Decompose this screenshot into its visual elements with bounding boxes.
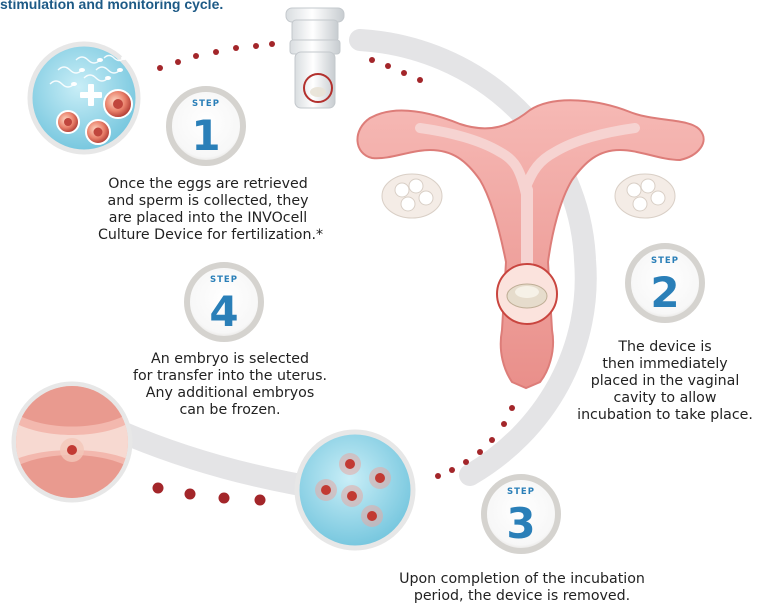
ovary-left (382, 174, 442, 218)
step-4-line: for transfer into the uterus. (118, 368, 342, 385)
step-1-number: 1 (191, 111, 220, 160)
step-3-badge-label: STEP (507, 487, 535, 497)
step-1-line: and sperm is collected, they (98, 193, 318, 210)
step-4-description: An embryo is selected for transfer into … (118, 351, 342, 419)
step-3-line: period, the device is removed. (384, 588, 660, 605)
step-1-description: Once the eggs are retrieved and sperm is… (98, 176, 318, 244)
step-2-line: incubation to take place. (572, 407, 758, 424)
step-2-line: cavity to allow (572, 390, 758, 407)
step-2-line: placed in the vaginal (572, 373, 758, 390)
step-2-number: 2 (650, 268, 679, 317)
step-4-line: Any additional embryos (118, 385, 342, 402)
step-2-badge: STEP 2 (628, 246, 702, 320)
sperm-egg-culture-icon (30, 44, 138, 152)
step-1-badge-label: STEP (192, 99, 220, 109)
step-2-badge-label: STEP (651, 256, 679, 266)
invocell-device-icon (286, 8, 344, 108)
step-4-line: can be frozen. (118, 402, 342, 419)
device-in-vagina-icon (497, 264, 557, 324)
ovary-right (615, 174, 675, 218)
step-1-badge: STEP 1 (169, 89, 243, 163)
step-3-line: Upon completion of the incubation (384, 571, 660, 588)
step-2-description: The device is then immediately placed in… (572, 339, 758, 424)
step-2-line: The device is (572, 339, 758, 356)
step-3-badge: STEP 3 (484, 477, 558, 551)
step-4-line: An embryo is selected (118, 351, 342, 368)
step-1-line: Once the eggs are retrieved (98, 176, 318, 193)
step-3-description: Upon completion of the incubation period… (384, 571, 660, 605)
uterus-transfer-icon (10, 384, 134, 504)
step-2-line: then immediately (572, 356, 758, 373)
step-4-badge-label: STEP (210, 275, 238, 285)
step-1-line: Culture Device for fertilization.* (98, 227, 318, 244)
step-4-badge: STEP 4 (187, 265, 261, 339)
step-1-line: are placed into the INVOcell (98, 210, 318, 227)
culture-dish-embryos-icon (297, 432, 413, 548)
step-4-number: 4 (209, 287, 238, 336)
step-3-number: 3 (506, 499, 535, 548)
